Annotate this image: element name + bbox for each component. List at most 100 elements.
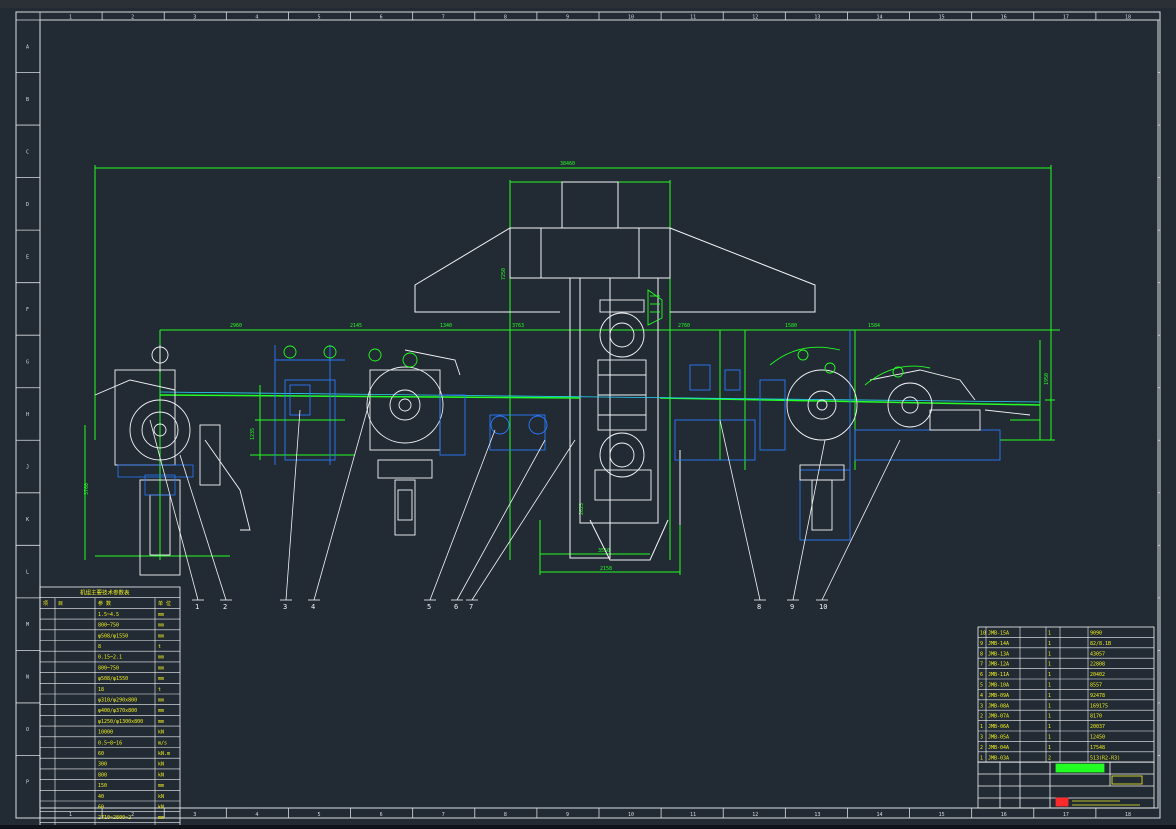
zone-col-label: 7 [442, 15, 445, 21]
zone-col-label: 4 [255, 812, 258, 818]
parts-cell: JMB-03A [988, 755, 1009, 761]
zone-row-label: B [26, 97, 29, 103]
exit-arms-green [769, 346, 1040, 421]
parts-cell: JMB-08A [988, 703, 1009, 709]
work-rolls [594, 299, 652, 501]
title-block [977, 761, 1155, 809]
specs-cell: 0.15~2.1 [98, 655, 122, 661]
parts-cell: JMB-06A [988, 724, 1009, 730]
parts-cell: 2 [1048, 755, 1051, 761]
parts-cell: 1 [1048, 724, 1051, 730]
dim-side: 2625 [579, 503, 585, 515]
specs-cell: 800~750 [98, 665, 119, 671]
leader-line [792, 439, 826, 601]
parts-cell: 1 [1048, 651, 1051, 657]
zone-row-label: E [26, 254, 29, 260]
parts-cell: 10 [980, 631, 986, 637]
callout-label: 6 [454, 603, 458, 611]
zone-col-label: 12 [752, 812, 758, 818]
parts-cell: 8557 [1090, 683, 1102, 689]
zone-col-label: 11 [690, 812, 696, 818]
specs-cell: mm [158, 612, 164, 618]
zone-row-label: H [26, 412, 29, 418]
zone-row-label: N [26, 675, 29, 681]
title-highlight [1055, 763, 1105, 773]
specs-cell: kN [158, 730, 164, 736]
parts-cell: JMB-14A [988, 641, 1009, 647]
callout-label: 5 [427, 603, 431, 611]
dim-d3: 1340 [440, 323, 452, 329]
dim-d5: 2760 [678, 323, 690, 329]
parts-cell: 7 [980, 662, 983, 668]
callout-label: 2 [223, 603, 227, 611]
specs-cell: mm [158, 655, 164, 661]
parts-cell: 1 [980, 724, 983, 730]
parts-cell: 3 [980, 703, 983, 709]
zone-row-label: F [26, 307, 29, 313]
drawing-sheet: 1122334455667788991010111112121313141415… [0, 8, 1176, 829]
specs-cell: φ1250/φ1300x800 [98, 719, 143, 725]
callout-label: 8 [757, 603, 761, 611]
leader-line [821, 439, 901, 601]
specs-cell: mm [158, 698, 164, 704]
zone-col-label: 13 [814, 812, 820, 818]
zone-row-label: L [26, 570, 29, 576]
zone-col-label: 6 [380, 812, 383, 818]
zone-row-label: K [26, 517, 29, 523]
dim-overall: 38460 [560, 161, 575, 167]
parts-cell: 9090 [1090, 631, 1102, 637]
exit-section-frame [674, 330, 1001, 541]
specs-cell: mm [158, 719, 164, 725]
specs-header-cell: 单 位 [158, 600, 171, 607]
parts-cell: 1 [1048, 641, 1051, 647]
parts-cell: JMB-12A [988, 662, 1009, 668]
leader-line [179, 454, 227, 601]
parts-cell: 43057 [1090, 651, 1105, 657]
zone-col-label: 1 [69, 812, 72, 818]
callout-leaders [149, 399, 901, 601]
specs-cell: m/s [158, 740, 167, 746]
callout-label: 7 [469, 603, 473, 611]
zone-col-label: 10 [628, 812, 634, 818]
parts-cell: 2 [980, 745, 983, 751]
company-logo [1055, 797, 1069, 807]
dim-stand-w1: 3550 [598, 548, 610, 554]
specs-table-title: 机组主要技术参数表 [80, 589, 130, 597]
parts-cell: JMB-07A [988, 714, 1009, 720]
zone-col-label: 10 [628, 15, 634, 21]
zone-row-label: D [26, 202, 29, 208]
parts-cell: 1 [1048, 631, 1051, 637]
zone-col-label: 2 [131, 15, 134, 21]
parts-cell: 20402 [1090, 672, 1105, 678]
dim-pass: 1235 [250, 428, 256, 440]
zone-col-label: 11 [690, 15, 696, 21]
parts-cell: 1 [1048, 693, 1051, 699]
specs-cell: mm [158, 708, 164, 714]
zone-row-label: P [26, 780, 29, 786]
specs-cell: mm [158, 783, 164, 789]
zone-col-label: 6 [380, 15, 383, 21]
zone-col-label: 15 [939, 812, 945, 818]
dim-d1: 2960 [230, 323, 242, 329]
leader-line [429, 429, 496, 601]
leader-line [149, 419, 199, 601]
parts-cell: 8170 [1090, 714, 1102, 720]
dim-d2: 2145 [350, 323, 362, 329]
mill-housing [414, 181, 816, 561]
zone-col-label: 5 [318, 15, 321, 21]
zone-col-label: 5 [318, 812, 321, 818]
dim-stand-w2: 2158 [600, 566, 612, 572]
dimension-labels: 38460 2960 2145 1340 3763 2760 1580 1584… [84, 161, 1050, 572]
parts-cell: 1 [1048, 662, 1051, 668]
specs-cell: 8 [98, 644, 101, 650]
callout-label: 1 [195, 603, 199, 611]
parts-cell: 4 [980, 693, 983, 699]
specs-cell: kN [158, 772, 164, 778]
specs-cell: 2710~2800~2 [98, 815, 131, 821]
specs-cell: t [158, 687, 161, 693]
callout-label: 4 [311, 603, 315, 611]
parts-cell: 20037 [1090, 724, 1105, 730]
parts-cell: 1 [980, 755, 983, 761]
